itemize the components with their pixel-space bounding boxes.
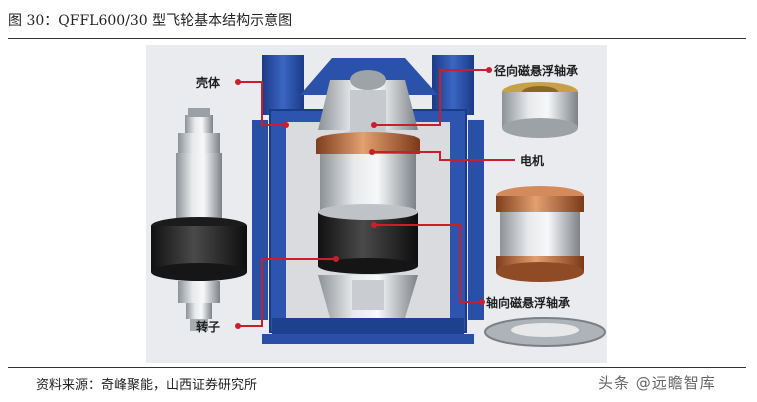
leader-rotor [238,258,336,327]
rotor-flywheel [318,204,418,274]
motor-assembly [316,132,420,210]
label-rotor: 转子 [196,320,221,334]
leader-axial-bearing [374,224,482,303]
label-shell: 壳体 [196,76,221,90]
label-radial-bearing: 径向磁悬浮轴承 [494,64,579,78]
source-note: 资料来源：奇峰聚能，山西证券研究所 [36,378,258,393]
motor-part [496,186,584,282]
leader-lines [238,69,515,327]
figure-title: 图 30：QFFL600/30 型飞轮基本结构示意图 [8,13,293,29]
leader-shell [238,81,286,126]
radial-bearing-part [502,82,578,138]
leader-motor [372,151,515,161]
leader-dots [235,67,492,329]
rotor-standalone [151,108,247,331]
top-rule [8,38,746,39]
bottom-rule [8,367,746,368]
leader-radial-bearing [374,69,489,126]
axial-bearing-part [484,317,606,347]
label-axial-bearing: 轴向磁悬浮轴承 [486,296,571,310]
label-motor: 电机 [520,154,545,168]
watermark: 头条 @远瞻智库 [598,374,716,392]
lower-bearing-assembly [318,275,418,318]
